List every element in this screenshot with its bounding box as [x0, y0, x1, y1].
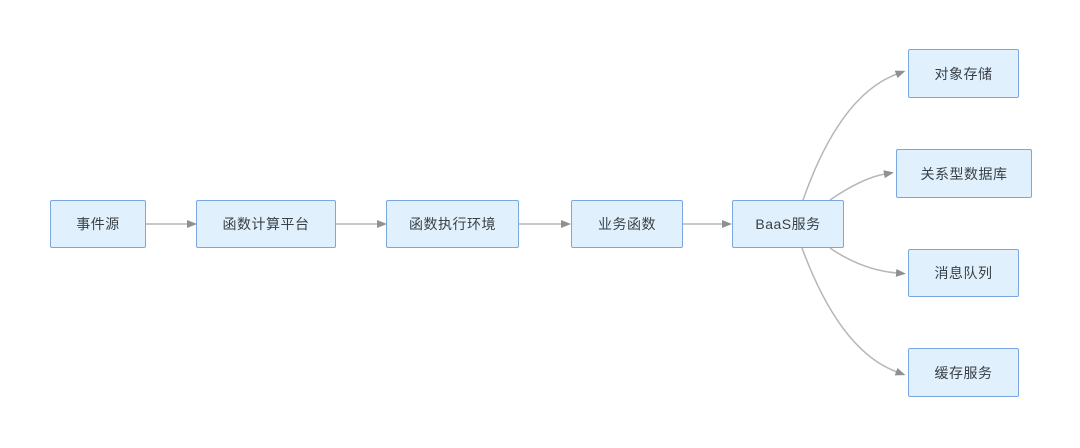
node-business-function: 业务函数	[571, 200, 683, 248]
node-business-function-label: 业务函数	[598, 216, 656, 232]
node-object-storage-label: 对象存储	[934, 65, 993, 82]
edge-baas-service-to-object-storage	[802, 70, 906, 201]
edge-baas-service-to-cache-service	[801, 247, 906, 376]
node-cache-service-label: 缓存服务	[934, 364, 993, 381]
node-event-source: 事件源	[50, 200, 146, 248]
node-baas-service-label: BaaS服务	[755, 216, 821, 232]
node-object-storage: 对象存储	[908, 49, 1019, 98]
node-baas-service: BaaS服务	[732, 200, 844, 248]
edge-baas-service-to-relational-database	[829, 170, 894, 201]
node-message-queue: 消息队列	[908, 249, 1019, 297]
node-function-compute-platform-label: 函数计算平台	[222, 216, 310, 232]
node-function-runtime: 函数执行环境	[386, 200, 519, 248]
node-relational-database-label: 关系型数据库	[920, 165, 1008, 182]
node-function-runtime-label: 函数执行环境	[409, 216, 496, 232]
node-message-queue-label: 消息队列	[934, 265, 993, 281]
node-cache-service: 缓存服务	[908, 348, 1019, 397]
node-function-compute-platform: 函数计算平台	[196, 200, 336, 248]
node-relational-database: 关系型数据库	[896, 149, 1032, 198]
node-event-source-label: 事件源	[76, 216, 120, 232]
edge-baas-service-to-message-queue	[829, 247, 906, 277]
